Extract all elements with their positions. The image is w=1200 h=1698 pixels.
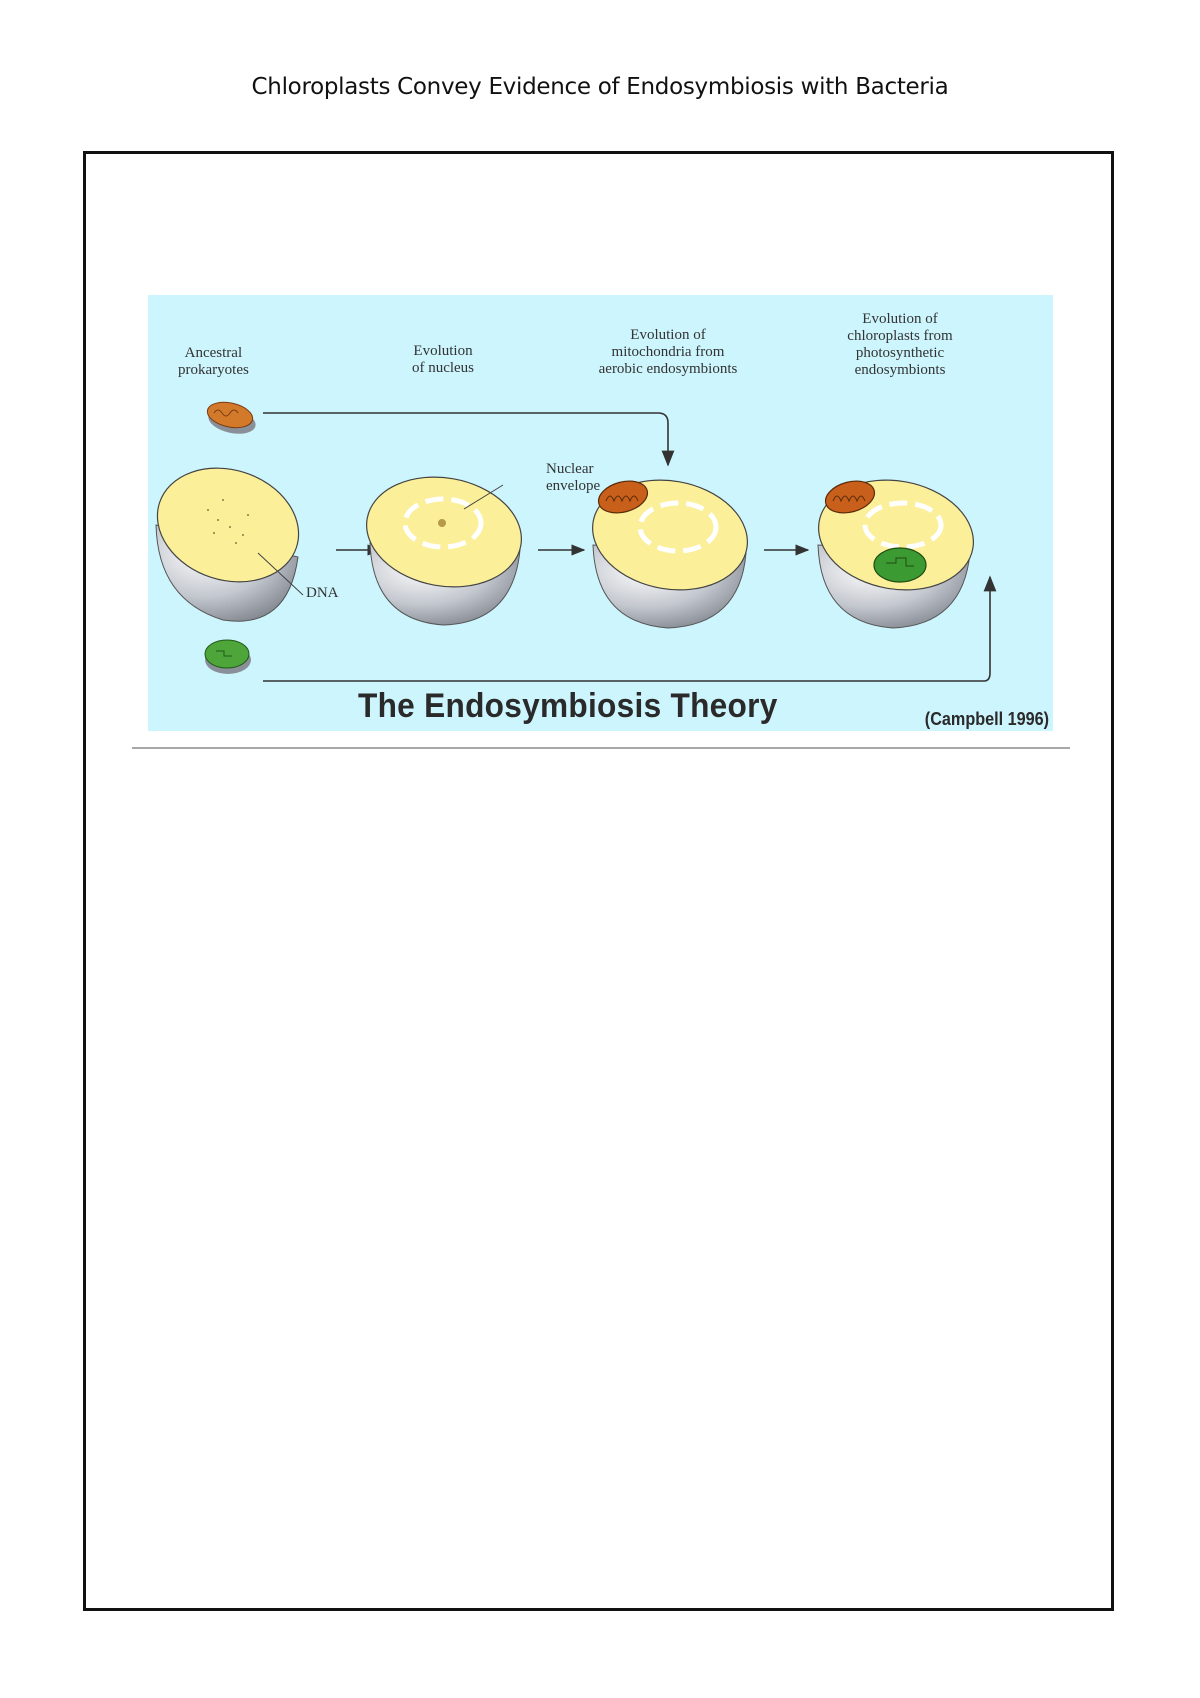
figure-citation: (Campbell 1996) (924, 709, 1049, 729)
cell-mitochondria (592, 479, 748, 629)
label-evolution-nucleus: Evolution of nucleus (411, 343, 475, 376)
mitochondrion-icon (206, 401, 256, 434)
label-ancestral-prokaryotes: Ancestral prokaryotes (178, 345, 249, 378)
label-dna: DNA (306, 585, 339, 601)
page-title: Chloroplasts Convey Evidence of Endosymb… (251, 74, 949, 100)
label-nuclear-envelope: Nuclear envelope (546, 461, 601, 494)
figure-title: The Endosymbiosis Theory (358, 687, 778, 725)
cell-ancestral (155, 467, 304, 622)
cell-nucleus (366, 476, 522, 626)
horizontal-divider (132, 747, 1070, 749)
label-evolution-mitochondria: Evolution of mitochondria from aerobic e… (598, 327, 738, 377)
endosymbiosis-diagram (155, 401, 997, 682)
cell-chloroplasts (817, 479, 974, 629)
chloroplast-icon (204, 639, 251, 674)
label-evolution-chloroplasts: Evolution of chloroplasts from photosynt… (847, 311, 953, 378)
endosymbiosis-figure: Ancestral prokaryotes Evolution of nucle… (148, 295, 1053, 731)
